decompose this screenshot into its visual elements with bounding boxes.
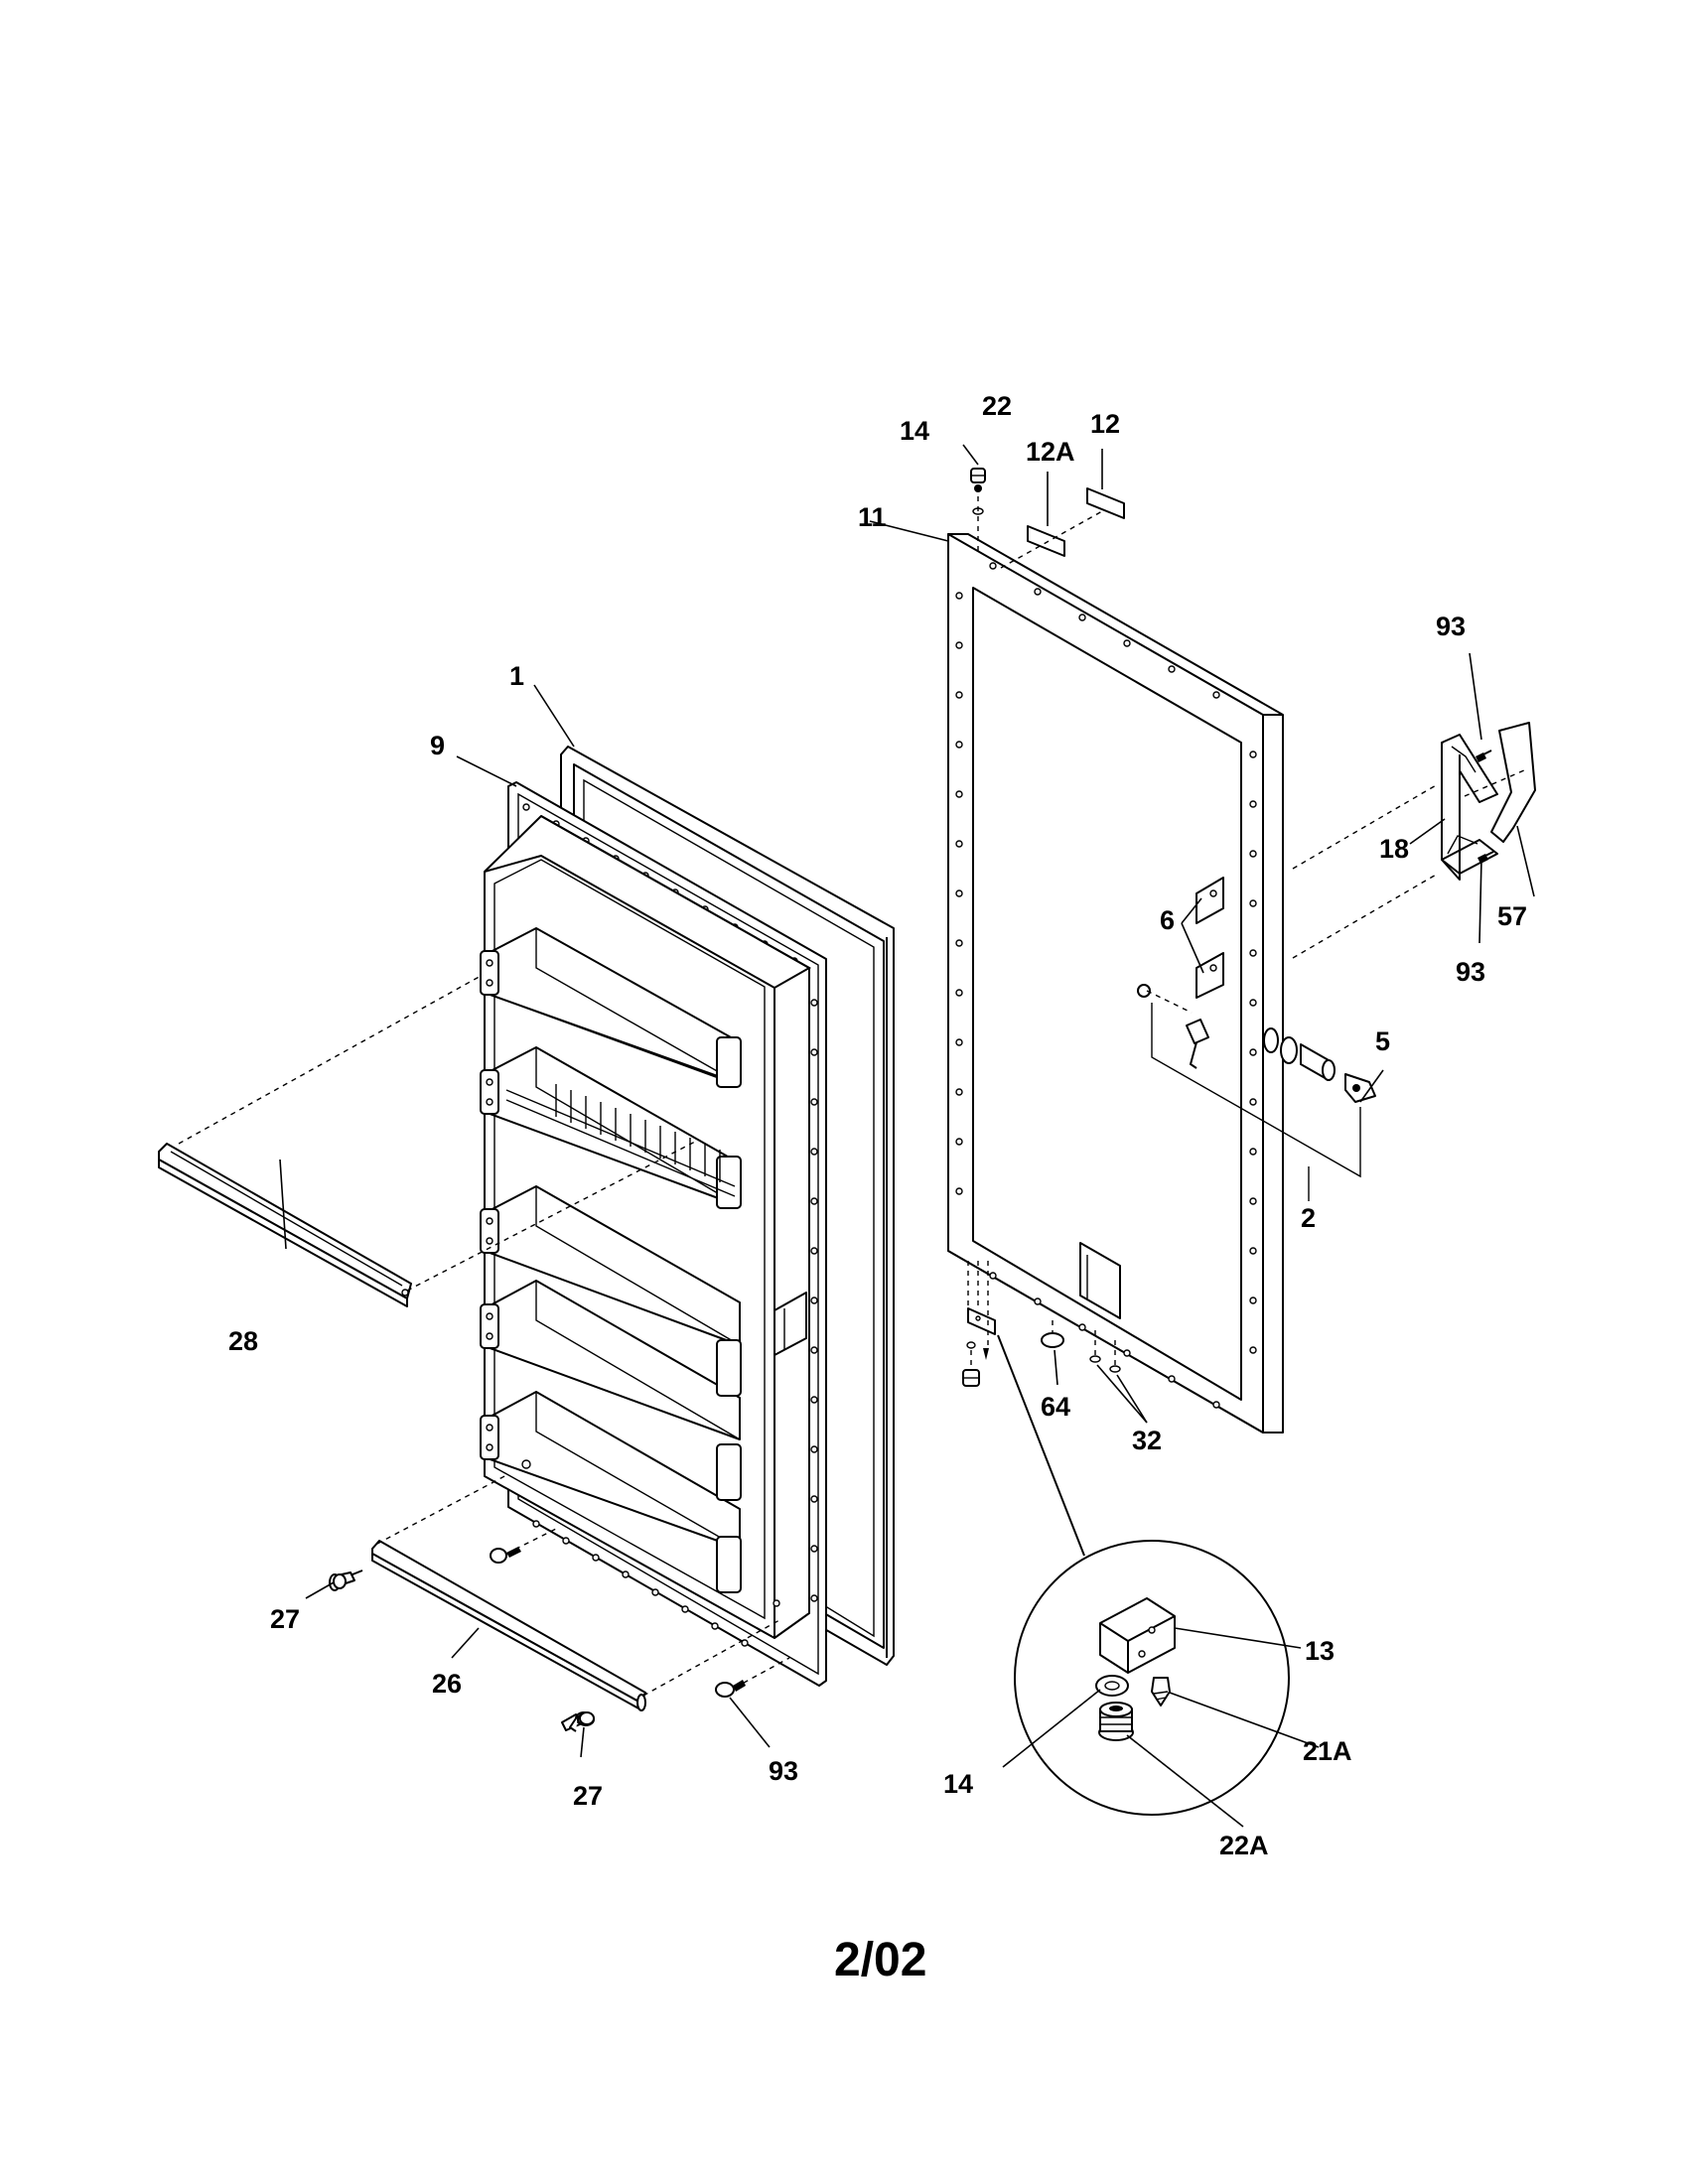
screw-93-bottom <box>715 1680 746 1698</box>
latch-assembly <box>1137 984 1376 1103</box>
callout-26: 26 <box>432 1669 462 1699</box>
panel-holes-top <box>989 562 1220 699</box>
callout-14-detail: 14 <box>943 1769 973 1799</box>
panel-holes-left <box>955 592 963 1195</box>
callout-labels: 1 9 11 14 22 12A 12 93 18 57 93 6 5 2 64… <box>228 391 1527 1860</box>
top-fasteners <box>970 468 1125 569</box>
callout-27-left: 27 <box>270 1604 300 1634</box>
page-code: 2/02 <box>834 1934 926 1986</box>
leader-lines <box>279 444 1535 1758</box>
callout-9: 9 <box>430 731 445 760</box>
shelf-row <box>480 1185 741 1346</box>
detail-magnified-view <box>1014 1540 1290 1816</box>
callout-11: 11 <box>858 502 887 532</box>
shelf-row <box>480 927 742 1088</box>
bottom-fasteners <box>962 1261 1121 1387</box>
handle-trim <box>1490 722 1536 843</box>
callout-28: 28 <box>228 1326 258 1356</box>
callout-18: 18 <box>1379 834 1409 864</box>
callout-93-bottom: 93 <box>769 1756 798 1786</box>
callout-5: 5 <box>1375 1026 1390 1056</box>
screw-center <box>490 1547 521 1564</box>
callout-93-top: 93 <box>1436 612 1466 641</box>
screw <box>1476 750 1494 864</box>
bottom-rail-26 <box>371 1540 646 1711</box>
callout-6: 6 <box>1160 905 1175 935</box>
door-liner-with-shelves <box>480 815 812 1639</box>
callout-22: 22 <box>982 391 1012 421</box>
shelf-row <box>480 1391 742 1593</box>
callout-14-top: 14 <box>900 416 929 446</box>
callout-57: 57 <box>1497 901 1527 931</box>
shelf-row-rack <box>480 1046 742 1209</box>
drain-plug-22a <box>1098 1702 1134 1741</box>
callout-64: 64 <box>1041 1392 1070 1422</box>
wire-rack-bars <box>555 1084 721 1182</box>
panel-holes-bottom <box>989 1272 1220 1409</box>
panel-holes-right <box>1249 751 1257 1354</box>
callout-1: 1 <box>509 661 524 691</box>
callout-32: 32 <box>1132 1426 1162 1455</box>
callout-2: 2 <box>1301 1203 1316 1233</box>
outer-door-panel <box>947 533 1284 1433</box>
callout-21a: 21A <box>1303 1736 1352 1766</box>
callout-12: 12 <box>1090 409 1120 439</box>
callout-93-mid: 93 <box>1456 957 1485 987</box>
hinge-bracket <box>1196 877 1224 999</box>
callout-27-bottom: 27 <box>573 1781 603 1811</box>
callout-13: 13 <box>1305 1636 1335 1666</box>
callout-22a: 22A <box>1219 1831 1269 1860</box>
callout-12a: 12A <box>1026 437 1075 467</box>
shelf-rail-28 <box>158 1143 412 1307</box>
door-handle <box>1441 734 1498 881</box>
shelf-row <box>480 1280 742 1440</box>
